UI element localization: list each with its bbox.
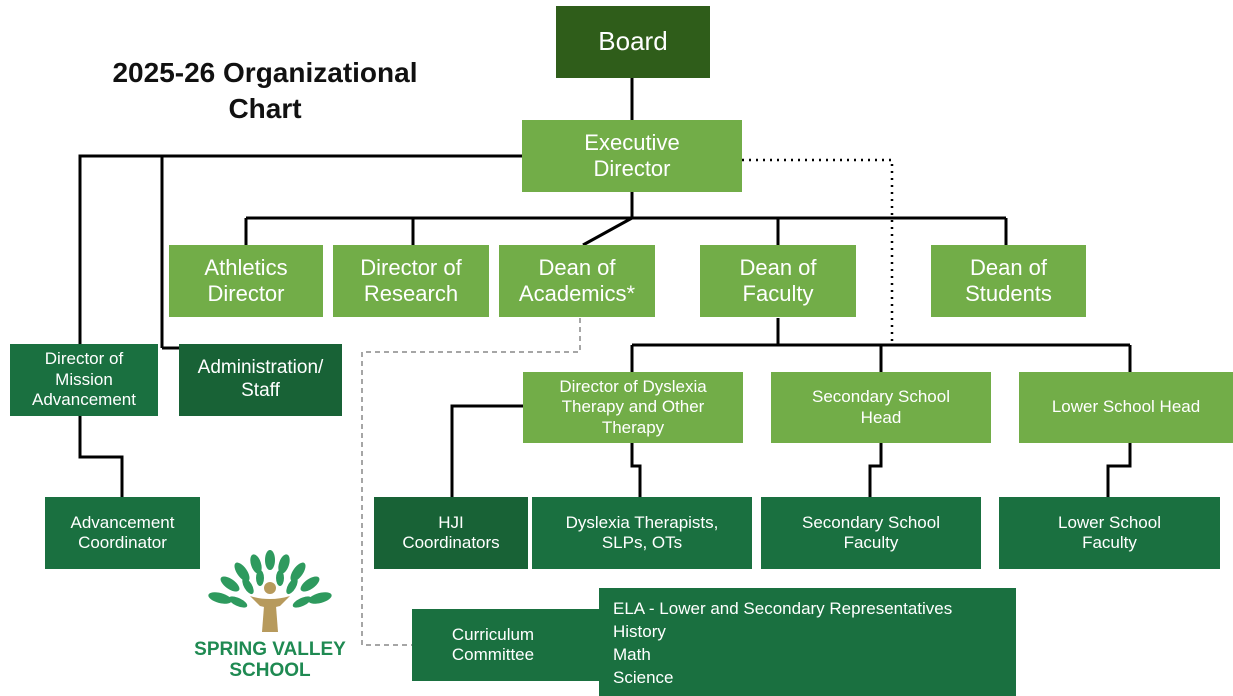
node-lower-school-head: Lower School Head xyxy=(1019,372,1233,443)
node-dean-of-academics: Dean of Academics* xyxy=(499,245,655,317)
committee-member-item: History xyxy=(613,622,666,641)
node-administration-staff: Administration/ Staff xyxy=(179,344,342,416)
chart-title: 2025-26 Organizational Chart xyxy=(112,57,418,124)
node-advancement-coordinator: Advancement Coordinator xyxy=(45,497,200,569)
node-athletics-director: Athletics Director xyxy=(169,245,323,317)
node-secondary-school-faculty: Secondary School Faculty xyxy=(761,497,981,569)
node-curriculum-committee: Curriculum Committee xyxy=(412,609,634,681)
node-secondary-school-head: Secondary School Head xyxy=(771,372,991,443)
committee-member-item: Math xyxy=(613,645,651,664)
committee-member-item: ELA - Lower and Secondary Representative… xyxy=(613,599,953,618)
tree-logo-icon: SPRING VALLEY SCHOOL xyxy=(194,550,346,681)
committee-member-item: Science xyxy=(613,668,674,687)
node-lower-school-faculty: Lower School Faculty xyxy=(999,497,1220,569)
node-dyslexia-therapists: Dyslexia Therapists, SLPs, OTs xyxy=(532,497,752,569)
node-board: Board xyxy=(556,6,710,78)
node-director-of-research: Director of Research xyxy=(333,245,489,317)
node-hji-coordinators: HJI Coordinators xyxy=(374,497,528,569)
logo-text-line2: SCHOOL xyxy=(229,660,311,681)
node-director-dyslexia: Director of Dyslexia Therapy and Other T… xyxy=(523,372,743,443)
committee-members-list: ELA - Lower and Secondary Representative… xyxy=(599,588,1016,696)
node-dean-of-students: Dean of Students xyxy=(931,245,1086,317)
node-dean-of-faculty: Dean of Faculty xyxy=(700,245,856,317)
spring-valley-school-logo: SPRING VALLEY SCHOOL xyxy=(180,550,360,685)
node-executive-director: Executive Director xyxy=(522,120,742,192)
node-director-mission-advancement: Director of Mission Advancement xyxy=(10,344,158,416)
logo-text-line1: SPRING VALLEY xyxy=(194,639,346,660)
